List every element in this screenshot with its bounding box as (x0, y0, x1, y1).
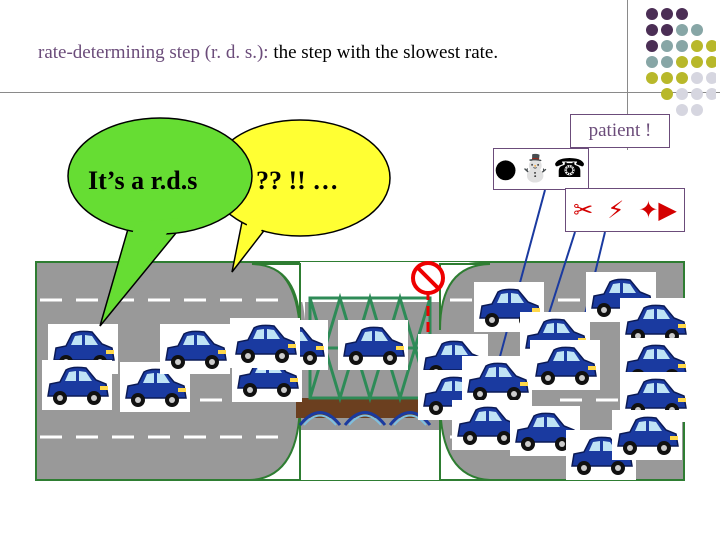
decor-horizontal-line (0, 92, 720, 93)
decor-dot (691, 24, 703, 36)
car-icon (41, 359, 113, 411)
decor-dot (661, 24, 673, 36)
decor-dot (661, 40, 673, 52)
car-icon (337, 319, 409, 371)
car-icon (611, 409, 683, 461)
decor-dot (676, 104, 688, 116)
yellow-bubble-text: ?? !! … (256, 166, 339, 195)
patient-label: patient ! (570, 114, 670, 148)
decor-dot (661, 56, 673, 68)
decor-dot (706, 56, 716, 68)
car-icon (529, 339, 601, 391)
decor-dot (646, 56, 658, 68)
title-lead: rate-determining step (r. d. s.): (38, 42, 269, 63)
decor-dot (676, 8, 688, 20)
title-definition: the step with the slowest rate. (273, 42, 499, 63)
decor-dot (661, 88, 673, 100)
burst-arrow-icon: ✦▶ (638, 196, 677, 224)
yellow-speech-bubble (209, 119, 391, 273)
scissors-icon: ✂ (573, 196, 594, 224)
decor-vertical-line (627, 0, 628, 150)
decor-dot (661, 72, 673, 84)
decor-dot (691, 88, 703, 100)
decor-dot (661, 8, 673, 20)
decor-dot (691, 72, 703, 84)
decor-dot-grid (646, 8, 716, 116)
decor-dot (646, 40, 658, 52)
decor-dot (676, 72, 688, 84)
decor-dot (646, 72, 658, 84)
decor-dot (691, 40, 703, 52)
green-bubble-text: It’s a r.d.s (88, 166, 198, 195)
decor-dot (676, 24, 688, 36)
decor-dot (706, 40, 716, 52)
decor-dot (676, 40, 688, 52)
decor-dot (676, 56, 688, 68)
car-icon (229, 317, 301, 369)
driver-symbols-box-1: ●⛄☎ (493, 148, 589, 190)
green-speech-bubble (67, 117, 253, 327)
no-entry-sign-icon (411, 261, 445, 340)
driver-symbols-box-2: ✂ ⚡ ✦▶ (565, 188, 685, 232)
truss-bridge-icon (296, 292, 444, 426)
decor-dot (646, 8, 658, 20)
car-icon (159, 323, 231, 375)
decor-dot (691, 56, 703, 68)
decor-dot (706, 72, 716, 84)
lightning-icon: ⚡ (607, 196, 625, 224)
decor-dot (706, 88, 716, 100)
decor-dot (646, 24, 658, 36)
decor-dot (691, 104, 703, 116)
decor-dot (676, 88, 688, 100)
page-title: rate-determining step (r. d. s.): the st… (38, 42, 498, 64)
car-icon (461, 355, 533, 407)
